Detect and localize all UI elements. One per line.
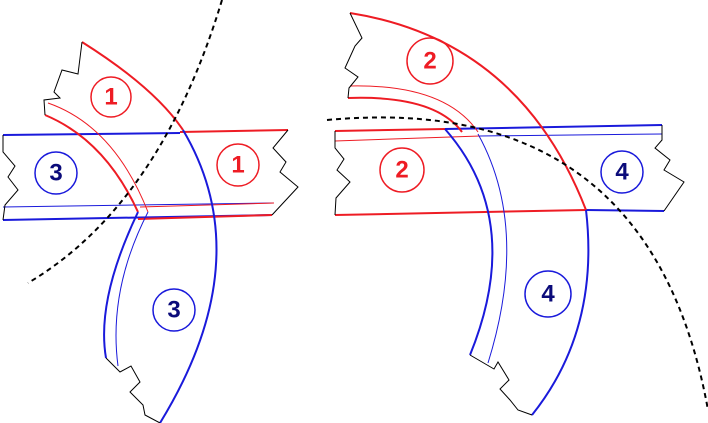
left-panel: 1 1 3 3 xyxy=(2,0,299,423)
right-strip-blue-label: 4 xyxy=(600,150,644,194)
right-arc-blue-label-text: 4 xyxy=(541,281,555,308)
right-arc-blue-label: 4 xyxy=(524,270,572,318)
left-red-arc-outer xyxy=(81,41,184,131)
right-blue-arc xyxy=(444,128,590,416)
left-arc-blue-label-text: 3 xyxy=(167,297,180,324)
left-red-strip-inner-line xyxy=(139,202,275,208)
right-arc-red-label: 2 xyxy=(406,37,454,85)
right-strip-red-label-circle xyxy=(379,147,425,193)
right-strip-blue-label-text: 4 xyxy=(615,159,629,186)
right-blue-arc-outer xyxy=(531,209,590,416)
left-strip-red-label-text: 1 xyxy=(231,152,244,179)
right-strip-break-right xyxy=(654,125,685,212)
right-blue-strip xyxy=(444,124,665,212)
right-blue-arc-inner xyxy=(444,128,494,356)
left-red-strip xyxy=(137,129,289,220)
right-panel: 2 2 4 4 xyxy=(326,12,708,416)
left-arc-red-label: 1 xyxy=(90,76,132,118)
right-blue-strip-inner-line xyxy=(479,133,663,137)
right-arc-red-label-circle xyxy=(406,37,454,85)
left-strip-break-left xyxy=(2,135,19,221)
right-blue-arc-inner-line xyxy=(477,133,508,364)
left-blue-strip-top-edge xyxy=(2,132,181,136)
left-strip-break-right xyxy=(271,129,299,216)
right-red-arc-outer xyxy=(349,12,587,211)
left-red-strip-top-edge xyxy=(179,129,289,133)
right-blue-strip-top-edge xyxy=(444,124,663,130)
left-arc-red-label-text: 1 xyxy=(104,84,117,111)
left-blue-arc-inner xyxy=(103,211,139,359)
left-red-arc xyxy=(44,41,184,213)
right-arc-red-label-text: 2 xyxy=(423,48,436,75)
left-blue-arc-outer xyxy=(159,129,218,423)
left-red-arc-break xyxy=(43,41,83,116)
left-red-arc-inner-line xyxy=(47,102,149,213)
right-red-arc xyxy=(347,12,587,211)
right-strip-red-label-text: 2 xyxy=(395,157,408,184)
left-strip-blue-label: 3 xyxy=(34,151,78,195)
right-arc-blue-label-circle xyxy=(524,270,572,318)
right-red-strip-inner-line xyxy=(334,135,481,142)
left-strip-blue-label-text: 3 xyxy=(49,160,62,187)
left-red-arc-inner xyxy=(44,114,139,213)
right-red-strip-top-edge xyxy=(334,128,446,132)
right-dashed-line xyxy=(326,116,708,411)
right-red-arc-inner-line xyxy=(349,85,479,133)
right-strip-red-label: 2 xyxy=(379,147,425,193)
right-strip-blue-label-circle xyxy=(600,150,644,194)
right-red-arc-break xyxy=(344,12,363,99)
right-red-strip-bottom-edge xyxy=(334,209,587,216)
right-strip-break-left xyxy=(334,131,351,216)
left-blue-arc-break xyxy=(105,357,161,423)
left-strip-blue-label-circle xyxy=(34,151,78,195)
right-blue-arc-break xyxy=(469,354,533,416)
left-red-strip-bottom-edge xyxy=(137,214,273,220)
left-strip-red-label: 1 xyxy=(216,143,260,187)
left-arc-red-label-circle xyxy=(90,76,132,118)
left-dashed-line xyxy=(27,0,223,284)
left-strip-red-label-circle xyxy=(216,143,260,187)
right-red-strip xyxy=(334,128,587,216)
right-blue-strip-bottom-edge xyxy=(585,209,665,212)
left-arc-blue-label: 3 xyxy=(152,288,196,332)
left-blue-arc-inner-line xyxy=(115,211,149,367)
left-arc-blue-label-circle xyxy=(152,288,196,332)
left-blue-arc xyxy=(103,129,218,423)
left-blue-strip-inner-line xyxy=(2,202,275,208)
